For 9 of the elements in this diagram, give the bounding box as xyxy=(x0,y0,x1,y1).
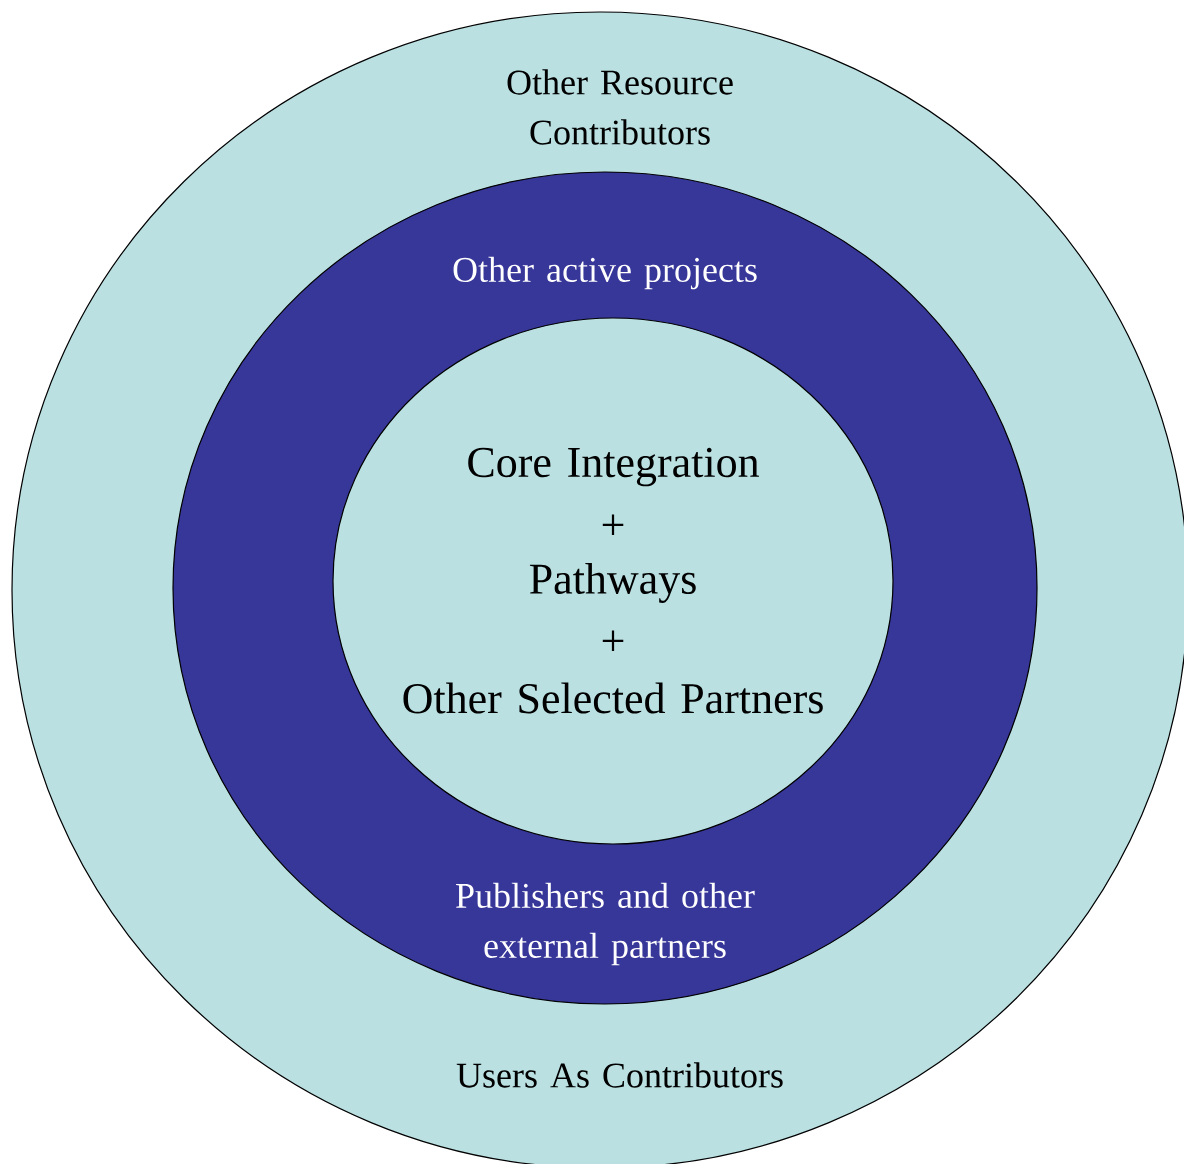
ring-label: Other Resource Contributors xyxy=(507,69,733,145)
ring-label: Core Integration xyxy=(468,447,759,487)
ring-label: Users As Contributors xyxy=(456,1062,783,1088)
ring-label: Publishers and other external partners xyxy=(456,882,755,966)
ring-label: Other Selected Partners xyxy=(403,682,823,714)
ring-label: Pathways xyxy=(529,563,696,604)
ring-label: + xyxy=(602,514,624,536)
ring-label: Other active projects xyxy=(453,256,757,290)
ring-label: + xyxy=(602,630,624,652)
